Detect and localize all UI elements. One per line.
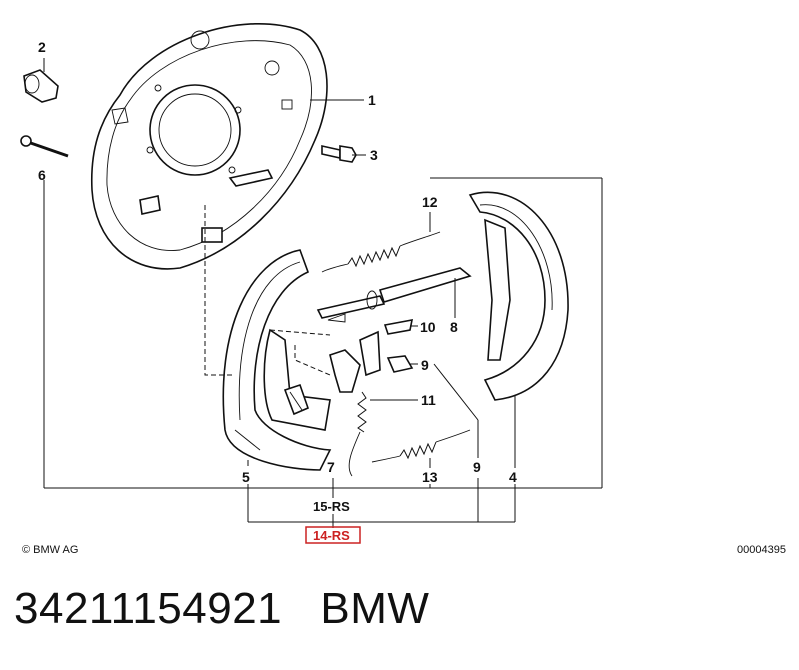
label-part-12: 12 — [422, 194, 438, 210]
label-part-2: 2 — [38, 39, 46, 55]
bleed-cap — [23, 69, 59, 103]
hex-bolt — [321, 145, 357, 163]
backing-plate — [90, 23, 328, 270]
diagram-code: 00004395 — [737, 544, 786, 556]
highlight-box — [305, 526, 361, 544]
label-part-3: 3 — [370, 147, 378, 163]
parking-lever — [329, 318, 414, 393]
hook-spring — [348, 391, 367, 477]
label-part-6: 6 — [38, 167, 46, 183]
brand-name: BMW — [320, 584, 430, 633]
label-part-9-upper: 9 — [421, 357, 429, 373]
dashed-lines — [204, 205, 331, 376]
label-part-7: 7 — [327, 459, 335, 475]
brake-shoe-left — [222, 249, 332, 471]
label-part-11: 11 — [421, 392, 436, 408]
label-group-15-rs: 15-RS — [313, 499, 350, 514]
leader-lines — [43, 58, 603, 528]
label-part-1: 1 — [368, 92, 376, 108]
copyright-text: © BMW AG — [22, 544, 78, 556]
shoe-holder — [283, 383, 310, 416]
label-part-4: 4 — [509, 469, 517, 485]
caption: 34211154921 BMW — [14, 584, 429, 634]
label-group-14-rs[interactable]: 14-RS — [313, 528, 350, 543]
hold-down-pin — [20, 135, 69, 158]
label-part-8: 8 — [450, 319, 458, 335]
upper-return-spring — [321, 231, 441, 273]
adjuster-strut — [316, 267, 472, 323]
label-part-5: 5 — [242, 469, 250, 485]
label-part-9-lower: 9 — [473, 459, 481, 475]
part-labels: 2 1 3 6 12 10 8 9 11 5 7 13 9 4 — [38, 39, 517, 485]
part-number: 34211154921 — [14, 584, 283, 633]
label-part-13: 13 — [422, 469, 438, 485]
group-labels: 15-RS 14-RS — [305, 499, 361, 544]
lower-return-spring — [371, 429, 471, 463]
label-part-10: 10 — [420, 319, 436, 335]
retaining-clip — [386, 355, 414, 373]
exploded-parts-diagram: 2 1 3 6 12 10 8 9 11 5 7 13 9 4 15-RS 14… — [20, 23, 786, 556]
brake-shoe-right — [468, 191, 569, 401]
